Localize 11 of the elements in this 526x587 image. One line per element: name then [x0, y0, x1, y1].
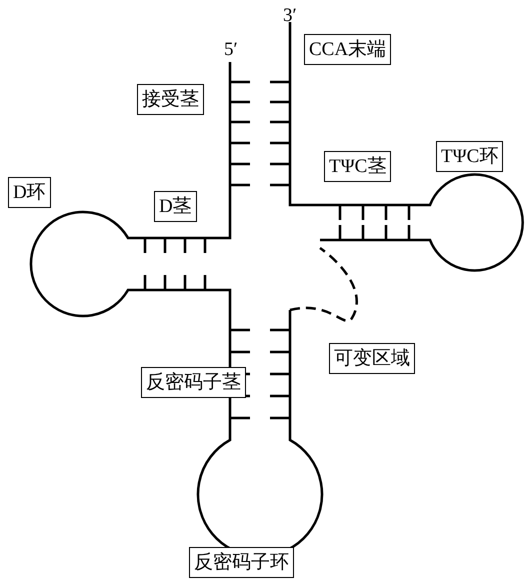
- strand-end-label: 3′: [283, 6, 297, 25]
- label-box: 可变区域: [329, 343, 415, 374]
- label-box: 反密码子茎: [141, 367, 246, 398]
- label-box: CCA末端: [304, 34, 392, 65]
- strand-end-label: 5′: [224, 40, 238, 59]
- label-box: TΨC茎: [324, 151, 392, 182]
- label-box: TΨC环: [436, 141, 504, 172]
- label-box: D环: [8, 177, 51, 208]
- label-box: 反密码子环: [189, 547, 294, 578]
- label-box: D茎: [154, 191, 197, 222]
- label-box: 接受茎: [137, 84, 204, 115]
